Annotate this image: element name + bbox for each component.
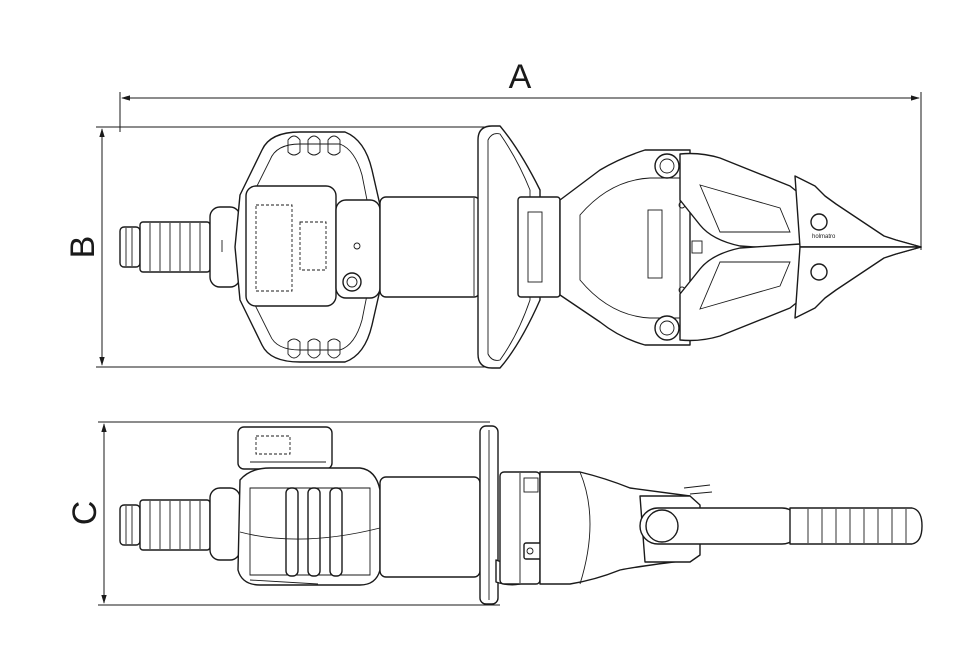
spreader-jaws: holmatro — [679, 152, 922, 342]
dimension-c: C — [66, 421, 500, 606]
side-handle — [237, 426, 381, 586]
top-view: holmatro — [119, 125, 922, 369]
dimension-b-label: B — [64, 236, 102, 259]
dimension-b: B — [64, 126, 500, 368]
front-body — [517, 149, 703, 346]
side-rear-coupler — [119, 487, 241, 561]
side-view — [119, 425, 923, 605]
front-handle-loop — [477, 125, 541, 369]
dimension-c-label: C — [66, 501, 104, 526]
dimension-a-label: A — [509, 58, 532, 96]
handle-body — [221, 131, 381, 363]
side-jaw-arm — [639, 484, 923, 563]
side-cylinder — [379, 476, 481, 578]
brand-text: holmatro — [812, 234, 836, 240]
dimension-a: A — [119, 58, 922, 250]
cylinder — [379, 196, 481, 298]
rear-coupler — [119, 206, 241, 288]
